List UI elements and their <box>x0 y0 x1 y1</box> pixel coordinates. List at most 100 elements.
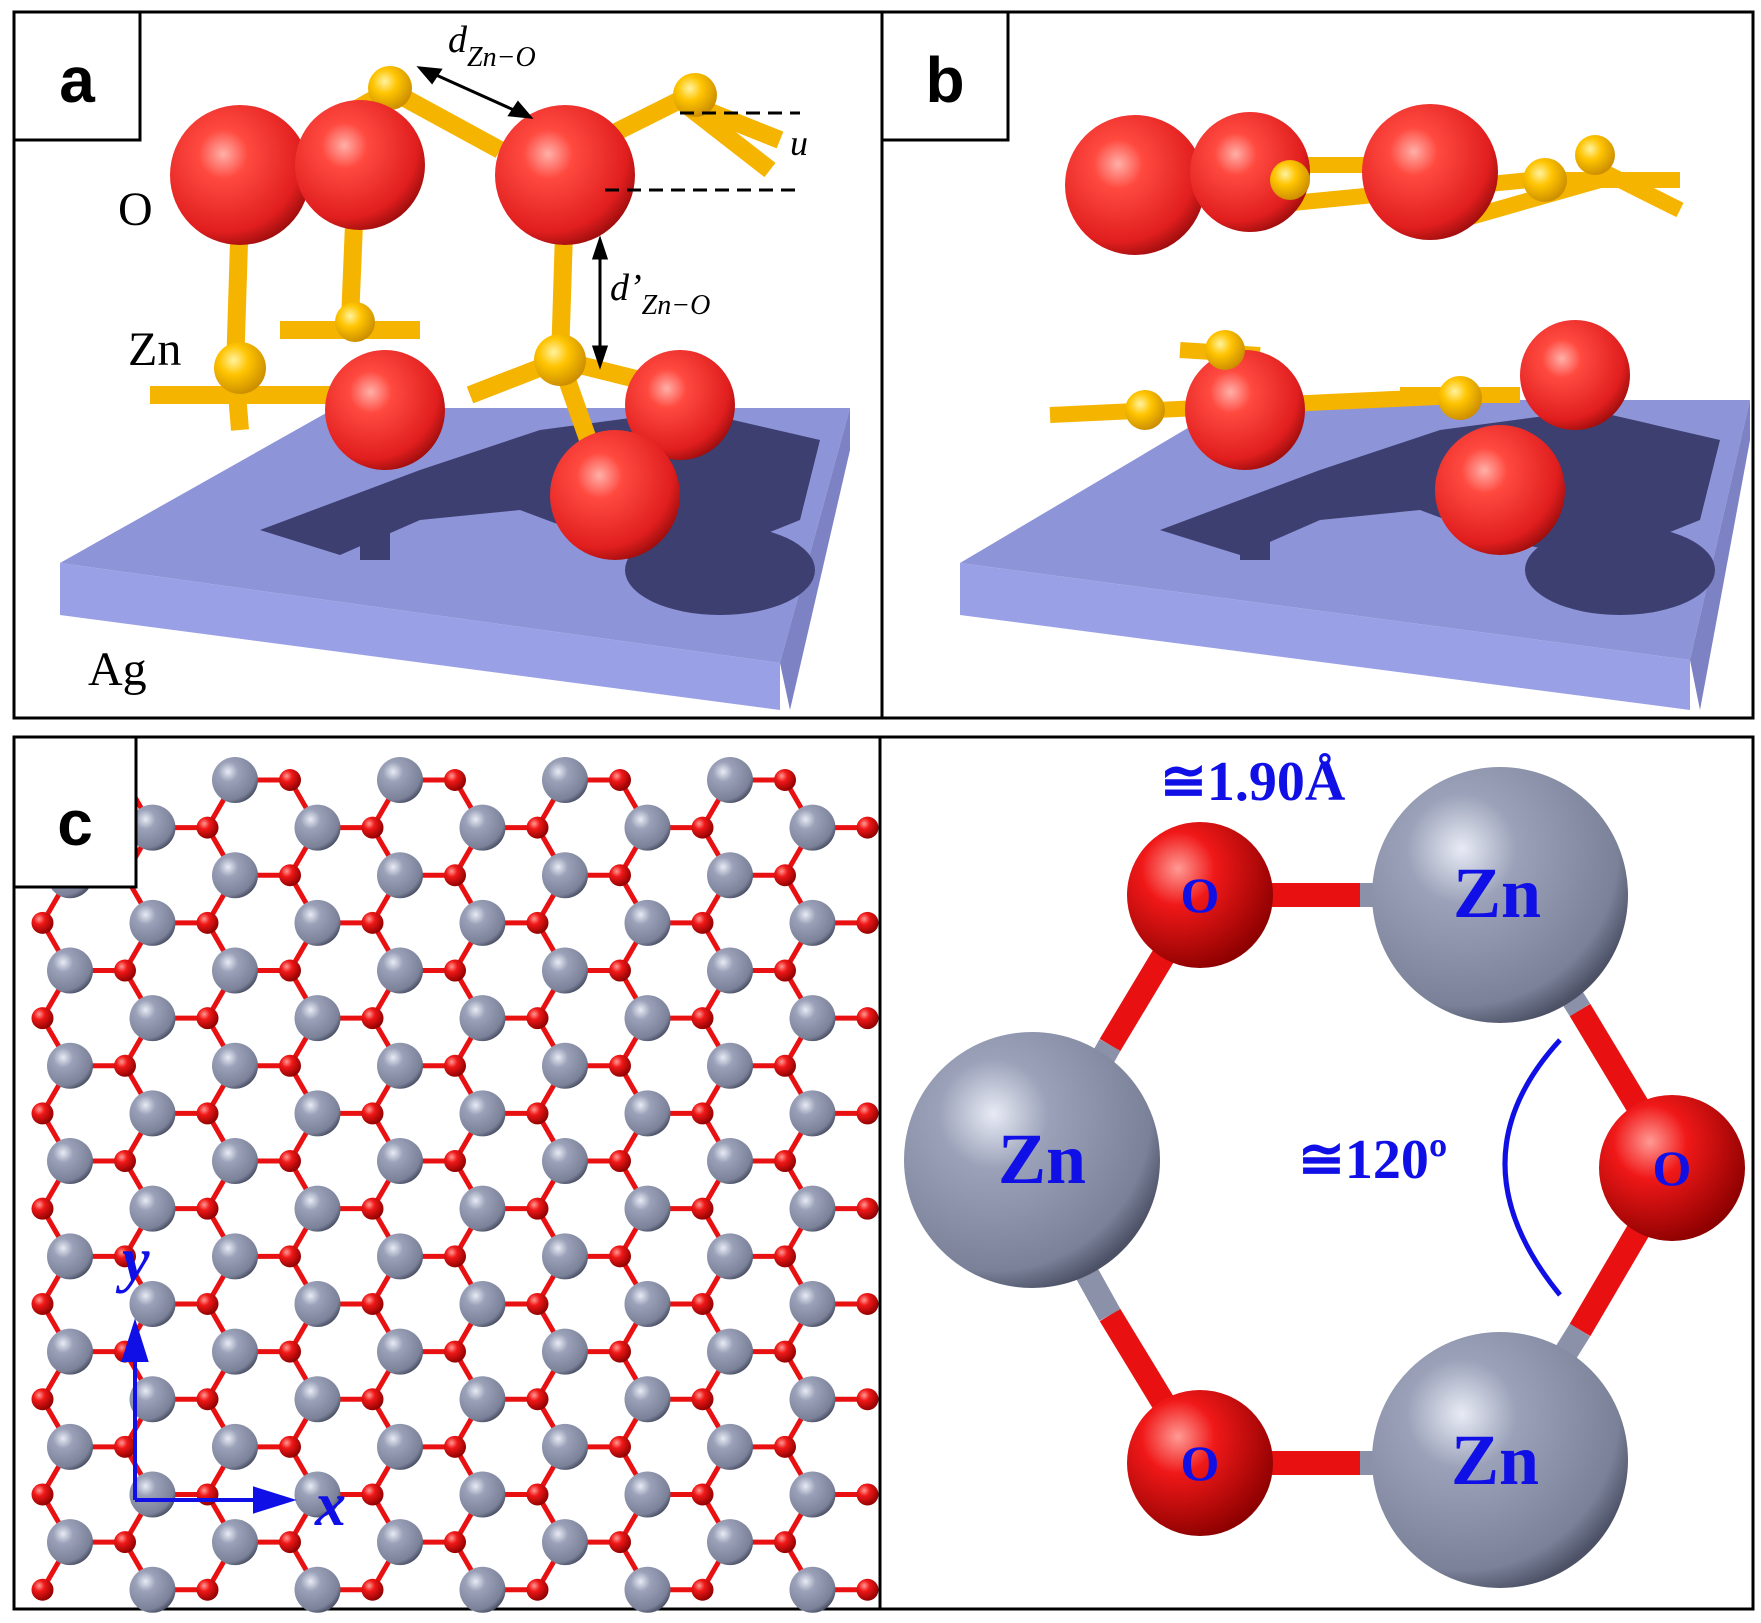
lattice-zn-atom <box>459 1280 506 1327</box>
zn-label-bottom: Zn <box>1451 1420 1539 1500</box>
lattice-zn-atom <box>377 1042 423 1089</box>
lattice-zn-atom <box>212 757 258 803</box>
bond-length-label: ≅1.90Å <box>1160 751 1346 813</box>
lattice-o-atom <box>444 1435 466 1458</box>
zn-atom-bottom <box>1372 1332 1628 1588</box>
distance-arrows <box>416 66 609 370</box>
lattice-o-atom <box>526 1578 549 1601</box>
lattice-o-atom <box>279 1054 301 1077</box>
lattice-o-atom <box>279 1340 301 1363</box>
o-label-bottom: O <box>1181 1435 1220 1491</box>
lattice-zn-atom <box>789 1090 836 1137</box>
lattice-o-atom <box>361 1578 384 1601</box>
lattice-o-atom <box>361 1388 384 1411</box>
lattice-o-atom <box>691 1292 714 1315</box>
lattice-zn-atom <box>294 1376 341 1423</box>
lattice-o-atom <box>31 1483 54 1506</box>
lattice-o-atom <box>691 816 714 839</box>
lattice-o-atom <box>279 1245 301 1268</box>
lattice-zn-atom <box>212 1138 258 1185</box>
o-label-right: O <box>1653 1140 1692 1196</box>
lattice-zn-atom <box>459 899 506 946</box>
axis-x-label: x <box>314 1471 346 1539</box>
lattice-o-atom <box>609 864 631 887</box>
lower-layer-atoms <box>1125 320 1630 555</box>
lattice-o-atom <box>774 1435 796 1458</box>
lattice-zn-atom <box>47 1423 93 1470</box>
lattice-zn-atom <box>212 852 258 899</box>
lattice-o-atom <box>196 1483 219 1506</box>
lattice-o-atom <box>609 1054 631 1077</box>
lattice-zn-atom <box>542 1328 588 1375</box>
lattice-o-atom <box>609 1150 631 1173</box>
lattice-zn-atom <box>377 1138 423 1185</box>
lattice-zn-atom <box>129 899 176 946</box>
lattice-o-atom <box>774 1150 796 1173</box>
lattice-zn-atom <box>129 1471 176 1518</box>
lattice-zn-atom <box>707 1042 753 1089</box>
lattice-zn-atom <box>542 1423 588 1470</box>
lattice-o-atom <box>774 769 796 791</box>
lattice-o-atom <box>196 816 219 839</box>
lattice-o-atom <box>444 1245 466 1268</box>
lattice-zn-atom <box>542 1042 588 1089</box>
lattice-o-atom <box>774 1054 796 1077</box>
zn-atom-top <box>1372 767 1628 1023</box>
lattice-bonds <box>40 777 868 1593</box>
label-zn: Zn <box>128 323 181 376</box>
lattice-o-atom <box>856 911 879 934</box>
hex-atom-labels: Zn Zn Zn O O O <box>998 853 1691 1500</box>
lattice-zn-atom <box>377 947 423 994</box>
d-label: dZn−O <box>448 19 536 73</box>
lattice-o-atom <box>774 1245 796 1268</box>
lattice-zn-atom <box>47 1233 93 1280</box>
lattice-o-atom <box>279 1531 301 1554</box>
lattice-o-atom <box>444 769 466 791</box>
lattice-zn-atom <box>542 1233 588 1280</box>
lattice-o-atom <box>609 769 631 791</box>
lattice-o-atom <box>856 1007 879 1030</box>
zn-atom-left <box>904 1032 1160 1288</box>
lattice-o-atom <box>526 816 549 839</box>
panel-b-label: b <box>925 44 964 116</box>
lattice-o-atom <box>114 1054 136 1077</box>
lattice-zn-atom <box>377 1423 423 1470</box>
lattice-zn-atom <box>212 1042 258 1089</box>
lattice-zn-atom <box>459 1090 506 1137</box>
lattice-o-atom <box>279 1150 301 1173</box>
lattice-o-atom <box>856 1388 879 1411</box>
lattice-zn-atom <box>707 1519 753 1566</box>
lattice-o-atom <box>856 1483 879 1506</box>
lattice-o-atom <box>361 1483 384 1506</box>
lattice-o-atom <box>31 1292 54 1315</box>
label-ag: Ag <box>88 643 147 696</box>
lattice-o-atom <box>774 959 796 982</box>
panel-b-label-box <box>880 10 1010 142</box>
lattice-zn-atom <box>624 1090 671 1137</box>
lattice-zn-atom <box>624 1566 671 1613</box>
lattice-o-atom <box>856 1197 879 1220</box>
lattice-o-atom <box>279 959 301 982</box>
lattice-zn-atom <box>624 1471 671 1518</box>
lattice-o-atom <box>856 1578 879 1601</box>
panel-c-hexagon: Zn Zn Zn O O O ≅120º ≅1.90Å <box>904 751 1745 1588</box>
lattice-o-atom <box>526 1197 549 1220</box>
lattice-o-atom <box>856 1292 879 1315</box>
lattice-o-atom <box>526 1102 549 1125</box>
lattice-o-atom <box>444 1150 466 1173</box>
lattice-o-atom <box>31 1388 54 1411</box>
lattice-o-atom <box>31 1197 54 1220</box>
lattice-zn-atom <box>47 947 93 994</box>
lattice-zn-atom <box>707 1328 753 1375</box>
upper-layer-atoms <box>1065 104 1615 255</box>
lattice-o-atom <box>361 816 384 839</box>
lattice-o-atom <box>279 1435 301 1458</box>
lattice-zn-atom <box>542 852 588 899</box>
lattice-zn-atom <box>789 1566 836 1613</box>
xy-axes <box>121 1318 297 1514</box>
lattice-zn-atom <box>212 1519 258 1566</box>
lattice-zn-atom <box>459 804 506 851</box>
o-atoms-a <box>170 100 735 560</box>
lattice-zn-atom <box>459 995 506 1042</box>
